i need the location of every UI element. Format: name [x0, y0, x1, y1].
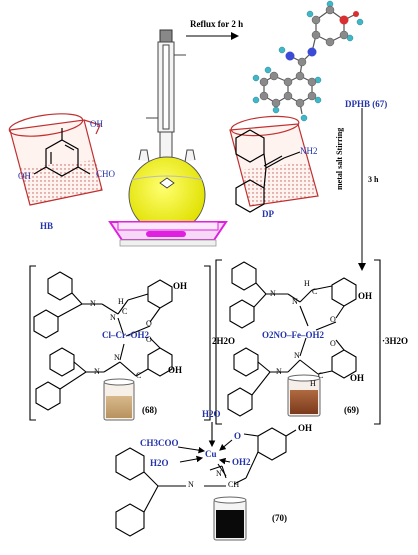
- complex-68-structure: [29, 265, 211, 421]
- c69-n3: N: [276, 367, 282, 376]
- c69-c-top: C: [312, 287, 318, 296]
- c70-oh: OH: [298, 423, 313, 433]
- c68-o-bottom: O: [146, 335, 152, 344]
- complex-69-structure: [215, 259, 381, 425]
- dp-beaker: [229, 115, 319, 207]
- c70-acetate: CH3COO: [140, 438, 179, 448]
- c70-n1: N: [188, 480, 194, 489]
- c68-c-bottom: C: [136, 371, 142, 380]
- c70-h2o-top: H2O: [202, 409, 221, 419]
- c70-n2: N: [216, 469, 222, 478]
- dphb-label: DPHB (67): [345, 99, 388, 109]
- dp-nh2: NH2: [300, 146, 318, 156]
- c69-oh-bottom: OH: [350, 373, 365, 383]
- c68-n1: N: [90, 299, 96, 308]
- hot-plate: [108, 221, 228, 247]
- c69-n4: N: [294, 351, 300, 360]
- c69-metal-group: O2NO–Fe–OH2: [262, 330, 324, 340]
- c70-oh2-right: OH2: [232, 457, 251, 467]
- hb-structure: [33, 128, 91, 177]
- dp-label: DP: [262, 209, 274, 219]
- c69-c-bottom: C: [318, 371, 324, 380]
- c69-n2: N: [292, 297, 298, 306]
- dphb-3d-model: [252, 0, 364, 122]
- reflux-label: Reflux for 2 h: [190, 19, 244, 29]
- c68-o-top: O: [146, 319, 152, 328]
- c68-hydrate: 2H2O: [212, 336, 236, 346]
- round-bottom-flask: [128, 156, 206, 234]
- complex-70-structure: [115, 422, 297, 537]
- c68-oh-top: OH: [173, 281, 188, 291]
- time-label: 3 h: [368, 175, 379, 184]
- c68-n2: N: [110, 313, 116, 322]
- c69-n1: N: [270, 289, 276, 298]
- beaker-70: [213, 496, 247, 541]
- c69-h-top: H: [304, 279, 310, 288]
- hb-beaker: [8, 113, 103, 206]
- c70-h2o-left: H2O: [150, 458, 169, 468]
- c69-h-bottom: H: [310, 379, 316, 388]
- hb-label: HB: [40, 221, 54, 231]
- beaker-68: [103, 378, 135, 421]
- beaker-69: [287, 374, 321, 417]
- hb-oh-left: OH: [18, 171, 31, 181]
- c69-o-top: O: [330, 315, 336, 324]
- dp-structure: [235, 129, 301, 213]
- c70-number: (70): [272, 513, 287, 523]
- c68-metal-group: Cl–Cr–OH2: [102, 330, 149, 340]
- stirring-label: metal salt Stirring: [335, 127, 344, 190]
- c70-ch: CH: [228, 480, 240, 489]
- c68-h-top: H: [118, 297, 124, 306]
- c69-oh-top: OH: [358, 291, 373, 301]
- c70-o-label: O: [234, 431, 242, 441]
- c69-hydrate: ·3H2O: [382, 336, 409, 346]
- c68-oh-bottom: OH: [168, 365, 183, 375]
- c68-n3: N: [94, 367, 100, 376]
- c68-n4: N: [114, 353, 120, 362]
- c68-c-top: C: [122, 307, 128, 316]
- c69-number: (69): [344, 405, 359, 415]
- c70-metal: Cu: [205, 449, 217, 459]
- c68-number: (68): [142, 405, 157, 415]
- reflux-apparatus: [138, 29, 196, 163]
- hb-oh-top: OH: [90, 119, 103, 129]
- c69-o-bottom: O: [330, 339, 336, 348]
- hb-cho: CHO: [96, 169, 116, 179]
